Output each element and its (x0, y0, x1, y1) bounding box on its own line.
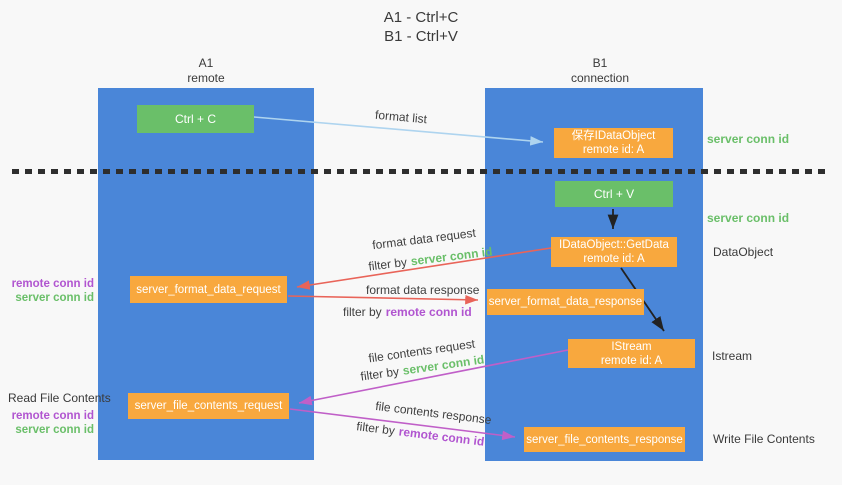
format-list-label: format list (374, 107, 428, 127)
left-server-conn-id-1: server conn id (15, 292, 94, 304)
title-line-b1: B1 - Ctrl+V (384, 28, 458, 45)
ctrl-c-node: Ctrl + C (137, 105, 254, 133)
right-server-conn-id-mid: server conn id (707, 211, 790, 225)
getdata-line2: remote id: A (583, 253, 645, 265)
filter-by-prefix-4: filter by (355, 419, 396, 438)
getdata-line1: IDataObject::GetData (559, 239, 669, 251)
read-file-contents-label: Read File Contents (8, 391, 111, 405)
lifeline-b1-name: B1 (592, 56, 608, 70)
ctrl-v-node: Ctrl + V (555, 181, 673, 207)
ctrl-c-label: Ctrl + C (174, 112, 216, 126)
dataobject-label: DataObject (713, 245, 774, 259)
session-divider-line (12, 169, 830, 174)
server-file-contents-request-node: server_file_contents_request (128, 393, 289, 419)
diagram-title: A1 - Ctrl+C B1 - Ctrl+V (0, 8, 842, 46)
filter-value-1: server conn id (409, 244, 494, 269)
left-remote-conn-id-2: remote conn id (11, 410, 94, 422)
title-line-a1: A1 - Ctrl+C (383, 9, 459, 26)
lifeline-a1-role: remote (187, 71, 225, 85)
server-format-data-request-label: server_format_data_request (136, 283, 281, 296)
ctrl-v-label: Ctrl + V (593, 187, 635, 201)
right-server-conn-id-top: server conn id (707, 132, 790, 146)
save-dataobject-node: 保存IDataObject remote id: A (554, 128, 673, 158)
lifeline-header-a1: A1 remote (146, 56, 266, 86)
lifeline-b1-role: connection (570, 71, 630, 85)
istream-node: IStream remote id: A (568, 339, 695, 368)
left-server-conn-id-2: server conn id (15, 424, 94, 436)
filter-by-prefix-2: filter by (343, 305, 382, 319)
filter-by-prefix-1: filter by (367, 254, 408, 274)
lifeline-a1-name: A1 (198, 56, 214, 70)
format-data-response-label: format data response (366, 283, 480, 297)
write-file-contents-label: Write File Contents (713, 432, 815, 446)
server-format-data-request-node: server_format_data_request (130, 276, 287, 303)
save-dataobject-line2: remote id: A (582, 144, 645, 156)
server-file-contents-response-label: server_file_contents_response (526, 433, 683, 446)
getdata-node: IDataObject::GetData remote id: A (551, 237, 677, 267)
server-file-contents-response-node: server_file_contents_response (524, 427, 685, 452)
istream-side-label: Istream (712, 349, 753, 363)
istream-line2: remote id: A (600, 354, 663, 367)
istream-line1: IStream (611, 340, 652, 353)
server-format-data-response-label: server_format_data_response (488, 296, 643, 308)
lifeline-header-b1: B1 connection (540, 56, 660, 86)
save-dataobject-line1: 保存IDataObject (571, 130, 656, 142)
filter-value-2: remote conn id (385, 305, 472, 319)
server-format-data-response-node: server_format_data_response (487, 289, 644, 315)
filter-value-4: remote conn id (397, 424, 486, 449)
left-remote-conn-id-1: remote conn id (11, 278, 94, 290)
filter-by-prefix-3: filter by (359, 364, 400, 384)
server-file-contents-request-label: server_file_contents_request (134, 400, 283, 412)
